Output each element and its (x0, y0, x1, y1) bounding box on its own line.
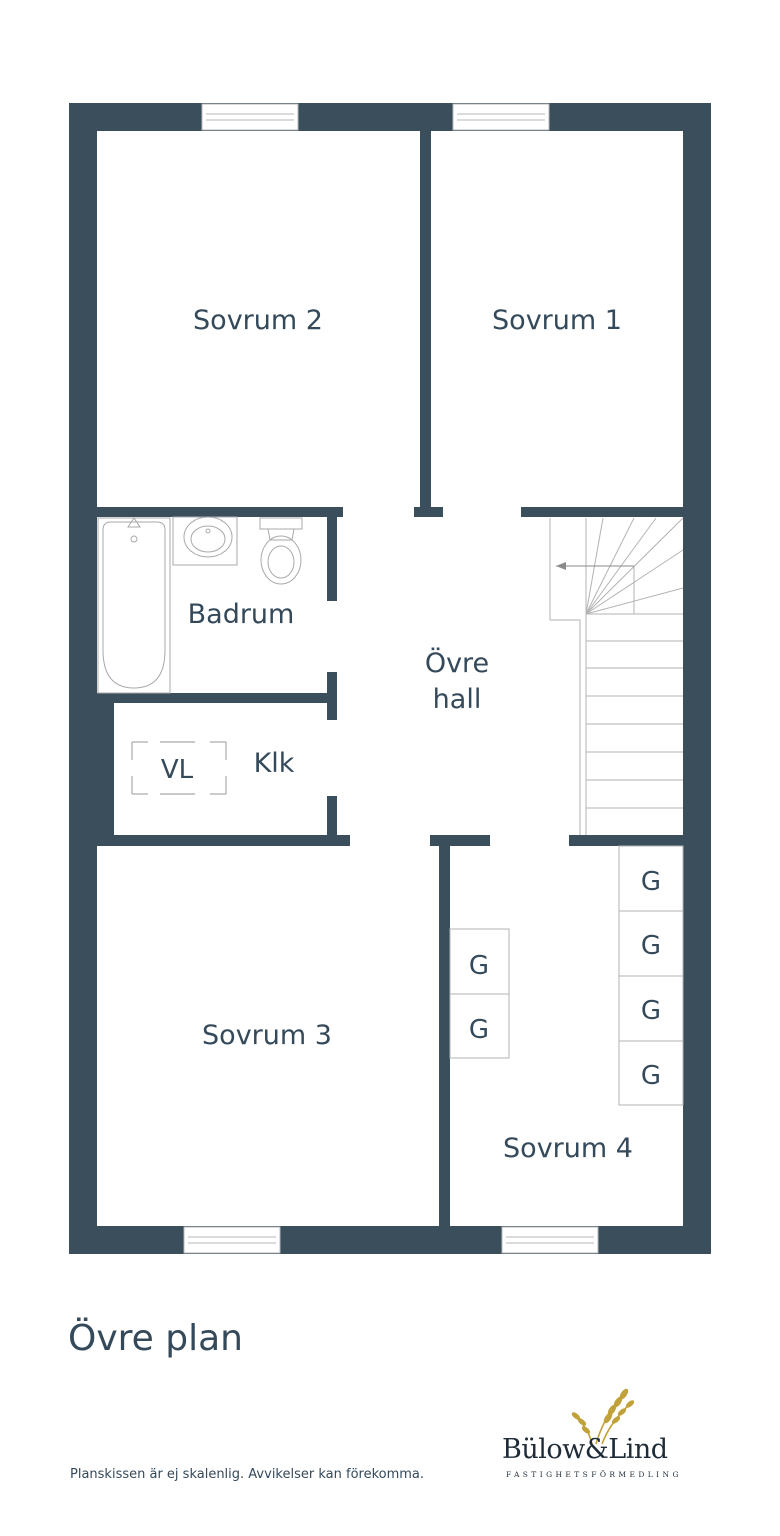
wardrobe-sovrum4-4 (618, 1040, 684, 1106)
wardrobe-label: G (641, 867, 661, 897)
wall-left-thick (69, 700, 114, 840)
wall-klk-right (327, 796, 337, 840)
outer-walls (69, 103, 711, 1254)
room-label-badrum: Badrum (188, 599, 295, 630)
wall-sovrum4-left (439, 846, 450, 1226)
sink (172, 516, 238, 566)
room-label-ovre-hall-line2: hall (433, 684, 482, 715)
bathroom-fixtures (97, 516, 303, 694)
windows (183, 103, 599, 1254)
window-bottom-left (183, 1226, 281, 1254)
wall-left (69, 103, 97, 1254)
disclaimer-text: Planskissen är ej skalenlig. Avvikelser … (70, 1467, 425, 1482)
wall-bottom (69, 1226, 711, 1254)
window-top-right (452, 103, 550, 131)
room-label-ovre-hall-line1: Övre (425, 647, 489, 679)
room-label-sovrum1: Sovrum 1 (492, 305, 622, 336)
toilet (259, 517, 303, 585)
wall-bath-right-upper (327, 517, 337, 601)
vl-appliance (131, 741, 227, 795)
bathtub (97, 517, 171, 694)
wardrobe-label: G (641, 996, 661, 1026)
floor-title: Övre plan (68, 1318, 243, 1359)
wardrobe-label: G (469, 951, 489, 981)
wall-mid-left (97, 835, 350, 846)
room-label-sovrum2: Sovrum 2 (193, 305, 323, 336)
wall-bath-top (97, 507, 343, 517)
room-label-klk: Klk (254, 748, 295, 779)
wall-top (69, 103, 711, 131)
wall-mid-center (430, 835, 490, 846)
wardrobe-sovrum3-lower (449, 993, 510, 1059)
room-label-sovrum4: Sovrum 4 (503, 1133, 633, 1164)
interior-walls (97, 131, 683, 1226)
wall-right (683, 103, 711, 1254)
floor-plan: Sovrum 2 Sovrum 1 Badrum Övre hall Klk S… (69, 103, 711, 1254)
logo-subtitle: FASTIGHETSFÖRMEDLING (506, 1470, 682, 1479)
fixture-label-vl: VL (161, 755, 194, 785)
staircase (549, 517, 684, 835)
wall-bath-bottom (97, 693, 335, 703)
wall-bedroom-divider (420, 131, 431, 517)
room-label-sovrum3: Sovrum 3 (202, 1020, 332, 1051)
wall-hall-stub (414, 507, 443, 517)
wardrobe-label: G (641, 1061, 661, 1091)
wardrobe-label: G (641, 931, 661, 961)
wheat-icon (571, 1388, 635, 1445)
wardrobes (449, 845, 684, 1106)
wall-mid-right (569, 835, 683, 846)
wardrobe-label: G (469, 1015, 489, 1045)
window-bottom-right (501, 1226, 599, 1254)
company-logo: Bülow&Lind FASTIGHETSFÖRMEDLING (500, 1386, 690, 1486)
wall-stair-top (521, 507, 683, 517)
window-top-left (201, 103, 299, 131)
logo-name: Bülow&Lind (502, 1434, 668, 1465)
